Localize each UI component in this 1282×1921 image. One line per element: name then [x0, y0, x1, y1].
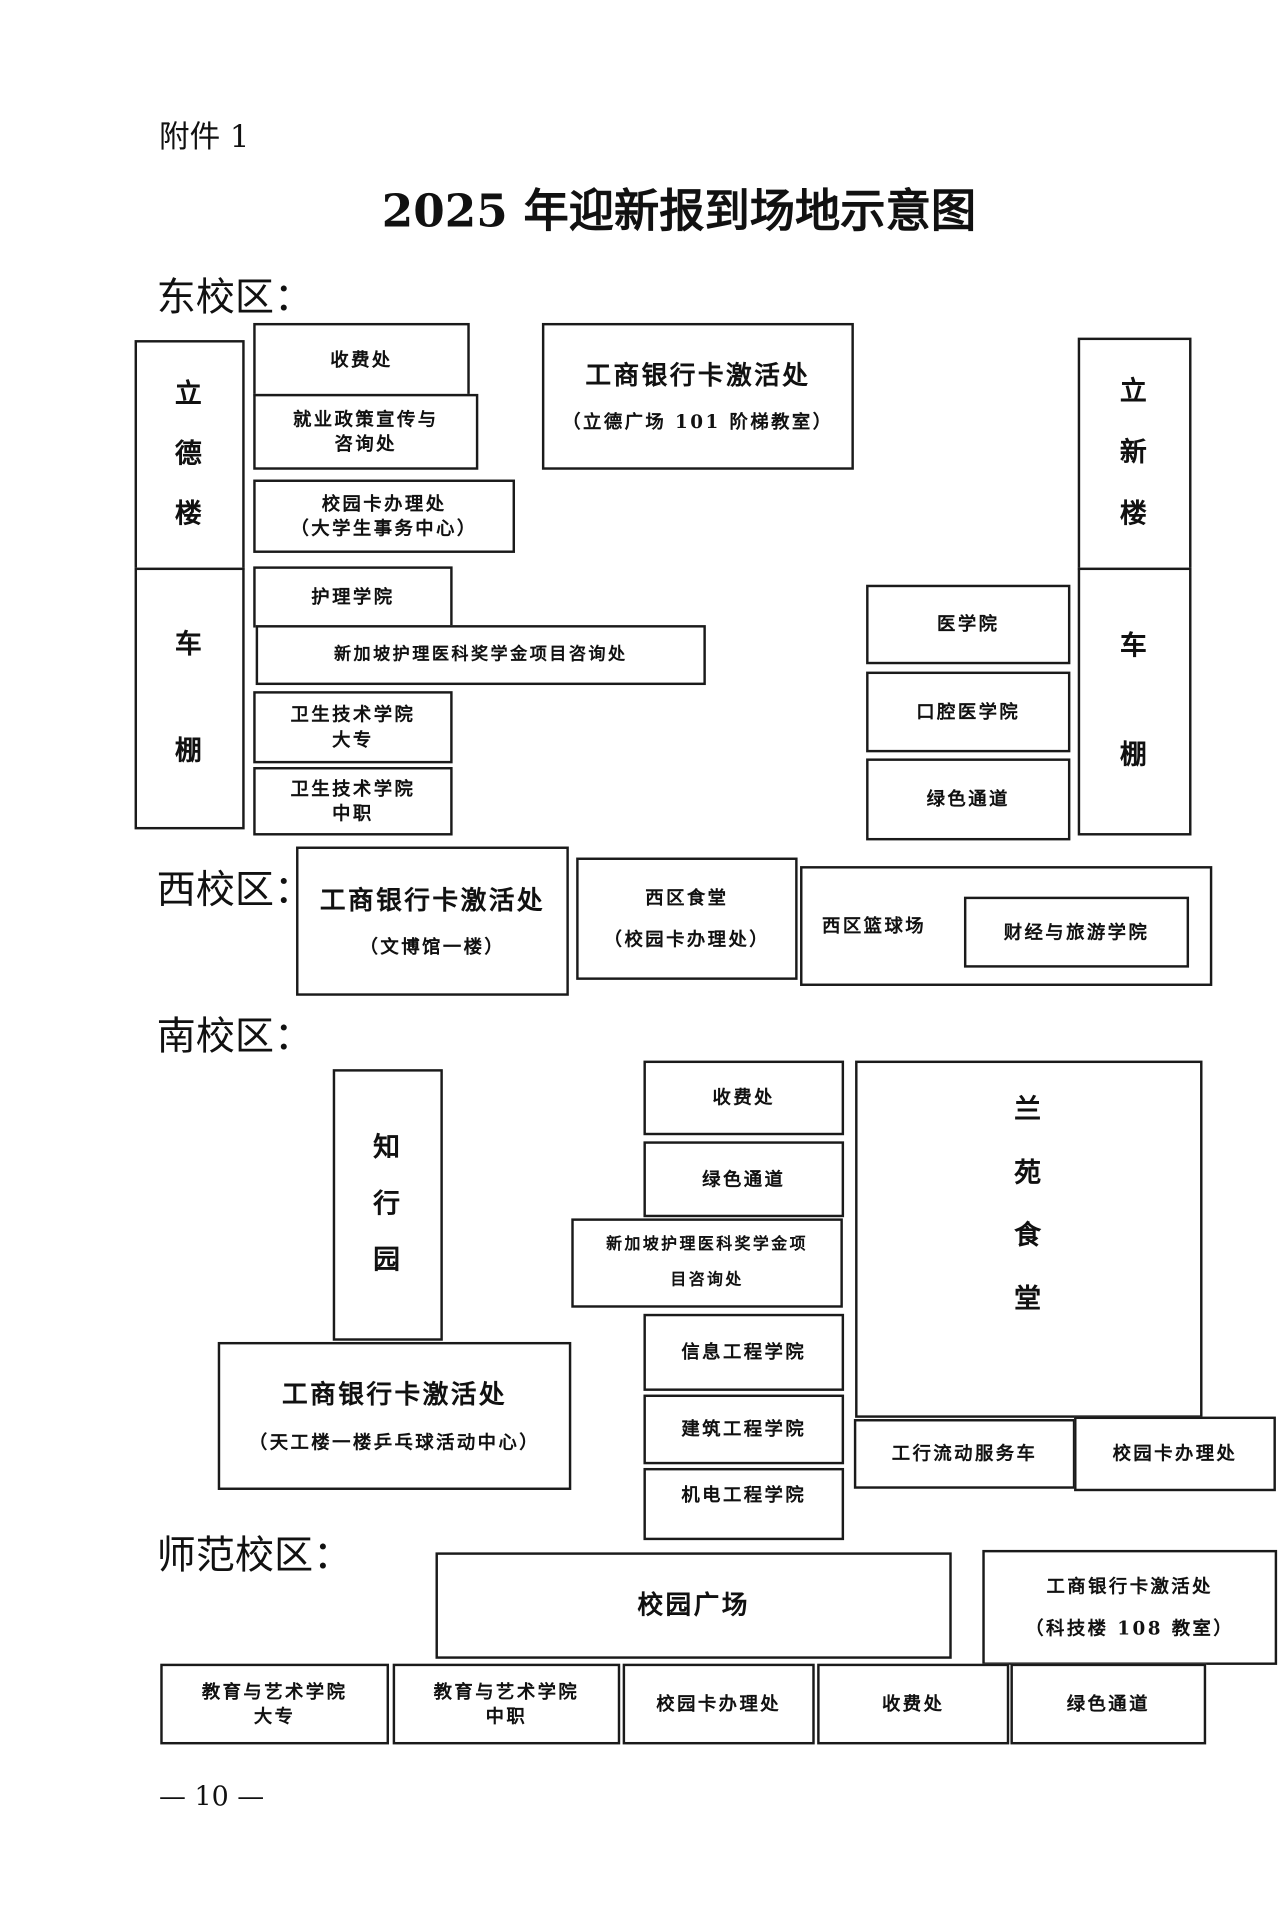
icbc-title: 工商银行卡激活处 — [585, 359, 811, 390]
char: 兰 — [1014, 1093, 1044, 1126]
east-bike-shed-left: 车棚 — [134, 567, 245, 830]
east-nursing-college: 护理学院 — [253, 566, 453, 628]
east-campus-label: 东校区： — [156, 274, 314, 321]
east-medical-college: 医学院 — [866, 584, 1071, 665]
icbc-location: （天工楼一楼乒乓球活动中心） — [248, 1430, 541, 1453]
char: 食 — [1014, 1220, 1044, 1252]
icbc-title: 工商银行卡激活处 — [281, 1378, 508, 1410]
normal-edu-art-secondary: 教育与艺术学院 中职 — [392, 1663, 621, 1745]
char: 园 — [373, 1244, 403, 1277]
char: 棚 — [1119, 739, 1150, 772]
normal-campus-plaza: 校园广场 — [435, 1552, 952, 1659]
south-info-eng-college: 信息工程学院 — [643, 1313, 845, 1391]
east-bike-shed-right: 车棚 — [1077, 567, 1192, 836]
south-campus-card-office: 校园卡办理处 — [1074, 1416, 1276, 1492]
char: 立 — [174, 377, 205, 410]
east-campus-card-office: 校园卡办理处 （大学生事务中心） — [253, 479, 516, 553]
east-health-college: 卫生技术学院 大专 — [253, 691, 453, 764]
char: 楼 — [174, 498, 205, 531]
south-mech-eng-college: 机电工程学院 — [643, 1467, 845, 1541]
basketball-label: 西区篮球场 — [822, 914, 927, 937]
west-icbc-activation: 工商银行卡激活处 （文博馆一楼） — [296, 846, 569, 996]
icbc-title: 工商银行卡激活处 — [319, 884, 545, 915]
char: 棚 — [174, 734, 205, 767]
char: 车 — [1119, 629, 1150, 662]
char: 新 — [1119, 436, 1150, 469]
normal-fee-office: 收费处 — [817, 1663, 1010, 1745]
west-campus-label: 西校区： — [156, 866, 314, 913]
west-canteen: 西区食堂 （校园卡办理处） — [576, 857, 798, 980]
normal-campus-card-office: 校园卡办理处 — [622, 1663, 815, 1745]
normal-green-channel: 绿色通道 — [1010, 1663, 1207, 1745]
normal-edu-art-college: 教育与艺术学院 大专 — [160, 1663, 390, 1745]
char: 车 — [174, 628, 205, 661]
east-dental-college: 口腔医学院 — [866, 671, 1071, 753]
west-finance-tourism-college: 财经与旅游学院 — [963, 896, 1190, 968]
icbc-location: （立德广场 101 阶梯教室） — [562, 411, 834, 434]
south-campus-label: 南校区： — [156, 1012, 314, 1060]
canteen-title: 西区食堂 — [645, 886, 729, 909]
zhixing-garden: 知行园 — [332, 1069, 443, 1341]
east-employment-office: 就业政策宣传与 咨询处 — [253, 393, 479, 470]
page-title: 2025 年迎新报到场地示意图 — [381, 183, 977, 238]
east-singapore-scholarship: 新加坡护理医科奖学金项目咨询处 — [255, 625, 706, 686]
south-fee-office: 收费处 — [643, 1060, 845, 1136]
icbc-title: 工商银行卡激活处 — [1046, 1575, 1213, 1598]
icbc-location: （文博馆一楼） — [359, 935, 506, 958]
canteen-sub: （校园卡办理处） — [603, 928, 771, 951]
page-number: — 10 — — [159, 1782, 265, 1813]
south-green-channel: 绿色通道 — [643, 1141, 845, 1218]
east-fee-office: 收费处 — [253, 322, 470, 397]
char: 德 — [174, 438, 205, 470]
char: 立 — [1119, 375, 1150, 408]
normal-campus-label: 师范校区： — [156, 1531, 353, 1579]
east-icbc-activation: 工商银行卡激活处 （立德广场 101 阶梯教室） — [541, 322, 854, 470]
char: 苑 — [1014, 1156, 1044, 1189]
south-arch-eng-college: 建筑工程学院 — [643, 1394, 845, 1465]
char: 行 — [373, 1188, 403, 1220]
char: 堂 — [1014, 1283, 1044, 1316]
lixin-building: 立新楼 — [1077, 337, 1192, 571]
east-health-secondary: 卫生技术学院 中职 — [253, 767, 453, 836]
char: 楼 — [1119, 498, 1150, 530]
normal-icbc-activation: 工商银行卡激活处 （科技楼 108 教室） — [982, 1549, 1278, 1665]
char: 知 — [373, 1131, 403, 1164]
east-green-channel: 绿色通道 — [866, 758, 1071, 841]
south-icbc-activation: 工商银行卡激活处 （天工楼一楼乒乓球活动中心） — [217, 1341, 572, 1490]
lanyuan-canteen: 兰苑食堂 — [855, 1060, 1203, 1418]
lide-building: 立德楼 — [134, 340, 245, 571]
south-icbc-mobile-service: 工行流动服务车 — [853, 1419, 1076, 1489]
south-singapore-scholarship: 新加坡护理医科奖学金项 目咨询处 — [571, 1218, 843, 1308]
attachment-label: 附件 1 — [159, 118, 250, 155]
icbc-location: （科技楼 108 教室） — [1025, 1617, 1235, 1640]
